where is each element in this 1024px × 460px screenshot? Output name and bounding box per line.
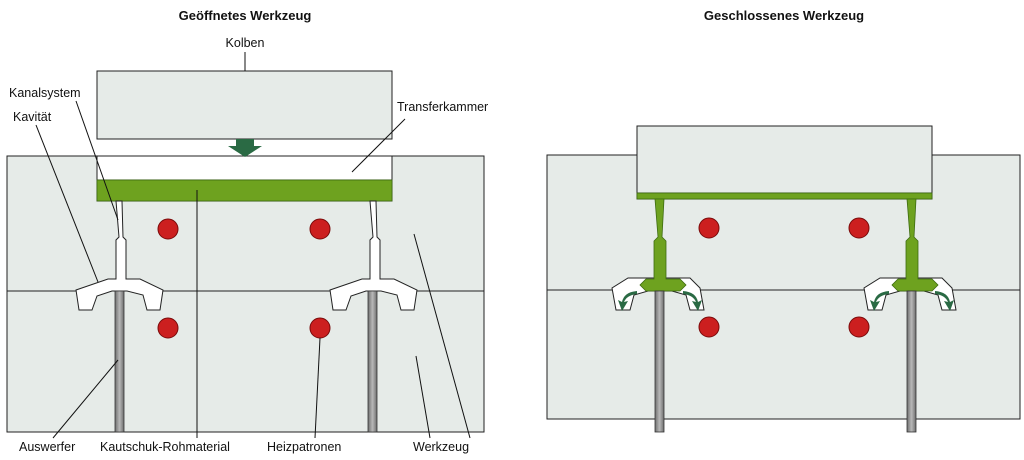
piston xyxy=(96,70,393,140)
label-runner-system: Kanalsystem xyxy=(9,86,81,100)
leader-lines xyxy=(35,52,471,439)
label-piston: Kolben xyxy=(226,36,265,50)
filled-sprue-left xyxy=(639,198,687,292)
heater-cartridge xyxy=(698,217,720,239)
rubber-layer-closed xyxy=(636,192,933,200)
label-ejector: Auswerfer xyxy=(19,440,75,454)
down-arrow-icon xyxy=(228,139,262,157)
flow-arrow-icon xyxy=(618,291,637,311)
heater-cartridge xyxy=(848,217,870,239)
open-tool xyxy=(6,70,485,433)
label-raw-rubber: Kautschuk-Rohmaterial xyxy=(100,440,230,454)
piston-closed xyxy=(636,125,933,194)
ejector-pin-closed-left xyxy=(654,290,665,433)
runner-channel-right xyxy=(329,200,418,311)
label-tool: Werkzeug xyxy=(413,440,469,454)
heater-cartridge xyxy=(698,316,720,338)
ejector-pin-closed-right xyxy=(906,290,917,433)
flow-arrow-icon xyxy=(683,291,702,311)
flow-arrow-icon xyxy=(935,291,954,311)
title-closed-tool: Geschlossenes Werkzeug xyxy=(704,8,864,23)
runner-channel-left xyxy=(75,200,164,311)
ejector-pin-right xyxy=(367,290,378,433)
heater-cartridge xyxy=(309,218,331,240)
closed-tool xyxy=(546,125,1021,433)
label-cavity: Kavität xyxy=(13,110,52,124)
transfer-chamber xyxy=(96,155,393,181)
label-transfer-chamber: Transferkammer xyxy=(397,100,488,114)
heater-cartridge xyxy=(309,317,331,339)
raw-rubber xyxy=(96,179,393,202)
label-heater-cartridges: Heizpatronen xyxy=(267,440,341,454)
filled-sprue-right xyxy=(891,198,939,292)
heater-cartridge xyxy=(157,317,179,339)
heater-cartridge xyxy=(848,316,870,338)
flow-arrow-icon xyxy=(870,291,889,311)
ejector-pin-left xyxy=(114,290,125,433)
heater-cartridge xyxy=(157,218,179,240)
title-open-tool: Geöffnetes Werkzeug xyxy=(179,8,312,23)
